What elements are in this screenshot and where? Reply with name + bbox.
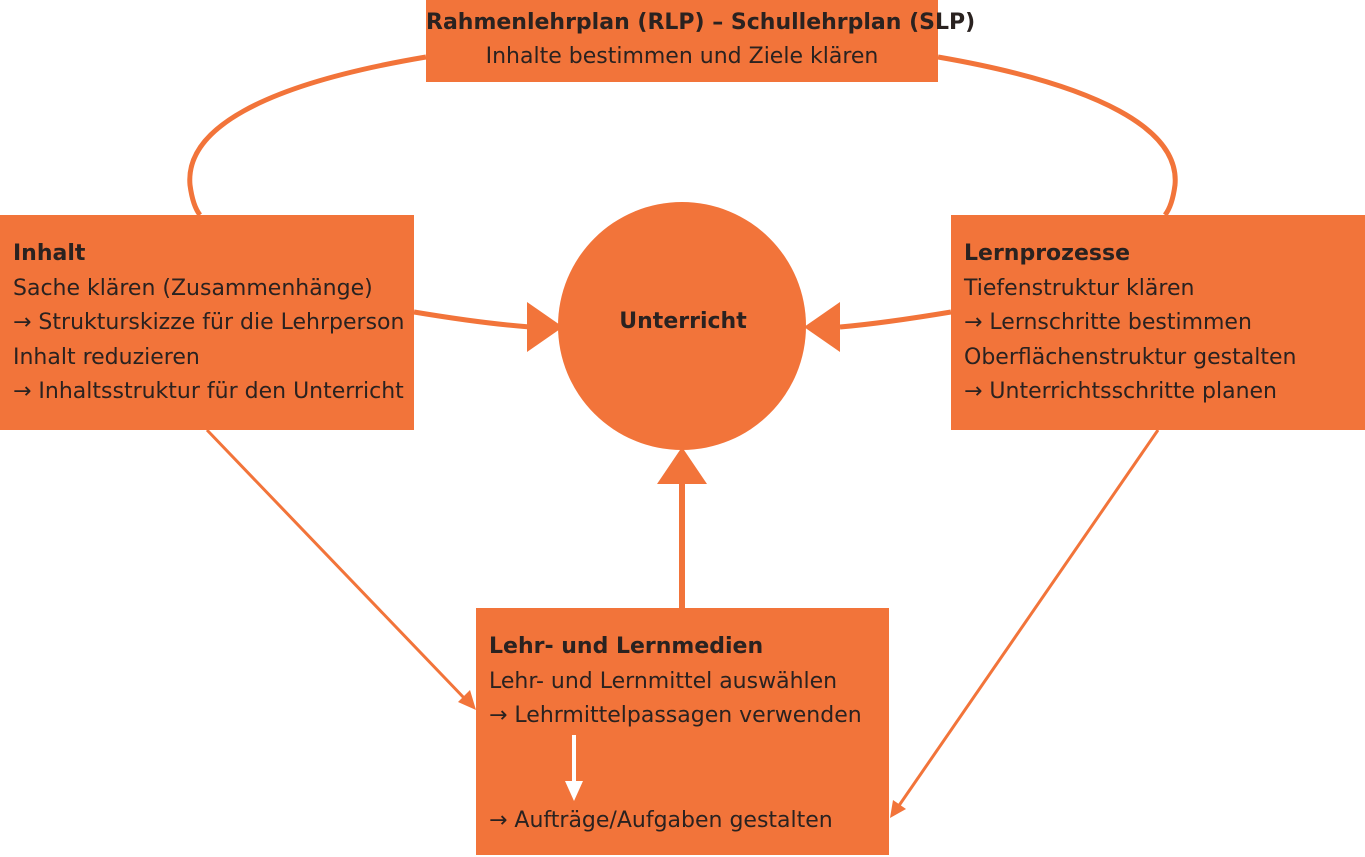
- unterricht-circle: [558, 202, 806, 450]
- rlp-slp-subtitle: Inhalte bestimmen und Ziele klären: [485, 44, 879, 69]
- medien-final-line: → Aufträge/Aufgaben gestalten: [489, 807, 833, 833]
- inhalt-line: → Inhaltsstruktur für den Unterricht: [13, 379, 404, 404]
- medien-box: Lehr- und Lernmedien Lehr- und Lernmitte…: [476, 608, 889, 855]
- arrowhead-left: [527, 302, 563, 352]
- arc-top-right: [937, 54, 1178, 217]
- inhalt-line: Sache klären (Zusammenhänge): [13, 275, 373, 301]
- arrowhead-up: [657, 447, 707, 484]
- white-down-arrow-icon: [565, 735, 583, 801]
- rlp-slp-title: Rahmenlehrplan (RLP) – Schullehrplan (SL…: [426, 10, 976, 35]
- lernprozesse-title: Lernprozesse: [964, 241, 1130, 266]
- inhalt-title: Inhalt: [13, 241, 86, 266]
- lernprozesse-box: Lernprozesse Tiefenstruktur klären → Ler…: [951, 215, 1365, 430]
- arc-top-left: [187, 54, 427, 217]
- unterricht-label: Unterricht: [619, 309, 747, 334]
- arrowhead-right: [804, 302, 840, 352]
- inhalt-box: Inhalt Sache klären (Zusammenhänge) → St…: [0, 215, 414, 430]
- lernprozesse-line: → Unterrichtsschritte planen: [964, 379, 1277, 404]
- arrow-lernprozesse-to-unterricht: [839, 309, 952, 330]
- arrow-lernprozesse-to-medien: [896, 429, 1160, 808]
- arrowhead-bottom-right: [890, 800, 906, 818]
- medien-title: Lehr- und Lernmedien: [489, 634, 764, 659]
- inhalt-line: → Strukturskizze für die Lehrperson: [13, 310, 405, 335]
- medien-line: → Lehrmittelpassagen verwenden: [489, 703, 862, 728]
- arrow-inhalt-to-unterricht: [413, 309, 531, 330]
- medien-line: Lehr- und Lernmittel auswählen: [489, 668, 838, 694]
- arrow-inhalt-to-medien: [205, 428, 468, 702]
- lernprozesse-line: Tiefenstruktur klären: [964, 275, 1195, 301]
- medien-gap: [489, 734, 889, 804]
- rlp-slp-box: Rahmenlehrplan (RLP) – Schullehrplan (SL…: [426, 0, 976, 82]
- lernprozesse-line: → Lernschritte bestimmen: [964, 310, 1252, 335]
- inhalt-line: Inhalt reduzieren: [13, 344, 200, 370]
- arrowhead-bottom-left: [458, 690, 476, 710]
- lernprozesse-line: Oberflächenstruktur gestalten: [964, 344, 1297, 370]
